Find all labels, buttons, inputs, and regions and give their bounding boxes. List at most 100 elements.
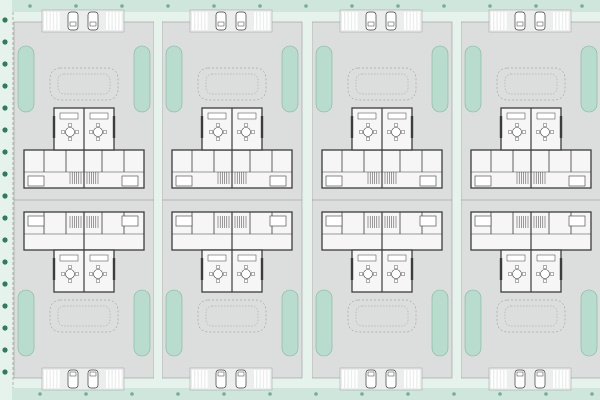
trees-layer: [2, 4, 594, 396]
car-body: [534, 11, 546, 31]
car-body: [385, 369, 397, 389]
parking-stripe: [566, 370, 569, 388]
parking-stripe: [407, 12, 410, 30]
parking-stripe: [407, 370, 410, 388]
pool: [580, 289, 598, 357]
car-body: [235, 11, 247, 31]
tree-icon: [2, 149, 8, 155]
sofa-furniture: [387, 254, 407, 262]
parking-zone: [339, 367, 423, 391]
chair: [103, 272, 107, 276]
chair: [543, 279, 547, 283]
pool: [431, 289, 449, 357]
pool: [133, 289, 151, 357]
dining-table: [65, 269, 75, 279]
pool: [464, 45, 482, 113]
parking-zone: [488, 9, 572, 33]
car-icon: [235, 369, 247, 389]
chair: [359, 130, 363, 134]
tree-icon: [2, 39, 8, 45]
parking-stripe: [410, 370, 413, 388]
courtyard-outline: [347, 67, 417, 101]
top-landscape-strip: [0, 0, 600, 12]
car-icon: [534, 369, 546, 389]
sofa-furniture: [506, 254, 526, 262]
sofa-furniture: [237, 112, 257, 120]
parking-stripe: [264, 370, 267, 388]
car-body: [365, 11, 377, 31]
bed-furniture: [269, 175, 287, 187]
chair: [515, 265, 519, 269]
house-unit: [171, 211, 293, 293]
shrub-icon: [74, 4, 78, 8]
shrub-icon: [212, 4, 216, 8]
plot-column: [304, 9, 453, 391]
car-windshield: [536, 21, 544, 27]
shrub-icon: [304, 4, 308, 8]
chair: [216, 265, 220, 269]
parking-stripe: [494, 12, 497, 30]
parking-stripe: [497, 370, 500, 388]
house-unit: [470, 211, 592, 293]
car-body: [67, 11, 79, 31]
sofa-furniture: [357, 254, 377, 262]
parking-stripe: [501, 370, 504, 388]
parking-stripe: [198, 12, 201, 30]
tree-icon: [2, 83, 8, 89]
chair: [96, 265, 100, 269]
pool: [315, 289, 333, 357]
car-body: [235, 369, 247, 389]
parking-stripe: [342, 12, 344, 30]
house-unit: [23, 107, 145, 189]
dining-table: [65, 127, 75, 137]
courtyard-outline: [197, 299, 267, 333]
bed-furniture: [269, 215, 287, 227]
bed-furniture: [419, 215, 437, 227]
chair: [96, 137, 100, 141]
chair: [251, 130, 255, 134]
parking-stripe: [254, 12, 256, 30]
car-icon: [87, 11, 99, 31]
chair: [536, 130, 540, 134]
parking-stripe: [260, 12, 263, 30]
parking-stripe: [47, 12, 50, 30]
shrub-icon: [268, 392, 272, 396]
car-icon: [514, 11, 526, 31]
chair: [96, 123, 100, 127]
parking-stripe: [504, 370, 507, 388]
parking-stripe: [267, 12, 270, 30]
landscape-divider: [453, 12, 461, 388]
parking-stripe: [563, 12, 566, 30]
parking-stripe: [501, 12, 504, 30]
dining-table: [512, 127, 522, 137]
tree-icon: [2, 347, 8, 353]
tree-icon: [2, 61, 8, 67]
courtyard-outline: [49, 67, 119, 101]
car-body: [87, 369, 99, 389]
car-body: [215, 369, 227, 389]
car-icon: [534, 11, 546, 31]
car-windshield: [89, 371, 97, 377]
parking-stripe: [44, 12, 46, 30]
house-unit: [321, 211, 443, 293]
chair: [373, 272, 377, 276]
parking-stripe: [345, 12, 348, 30]
shrub-icon: [360, 392, 364, 396]
shrub-icon: [406, 392, 410, 396]
parking-stripe: [264, 12, 267, 30]
parking-stripe: [348, 12, 351, 30]
parking-stripe: [553, 12, 555, 30]
units-layer: [23, 107, 592, 293]
car-icon: [87, 369, 99, 389]
parking-stripe: [404, 12, 406, 30]
chair: [394, 265, 398, 269]
chair: [75, 272, 79, 276]
sofa-furniture: [536, 254, 556, 262]
tree-icon: [2, 215, 8, 221]
car-body: [215, 11, 227, 31]
shrub-icon: [28, 4, 32, 8]
shrub-icon: [396, 4, 400, 8]
sofa-furniture: [536, 112, 556, 120]
chair: [237, 272, 241, 276]
chair: [543, 265, 547, 269]
